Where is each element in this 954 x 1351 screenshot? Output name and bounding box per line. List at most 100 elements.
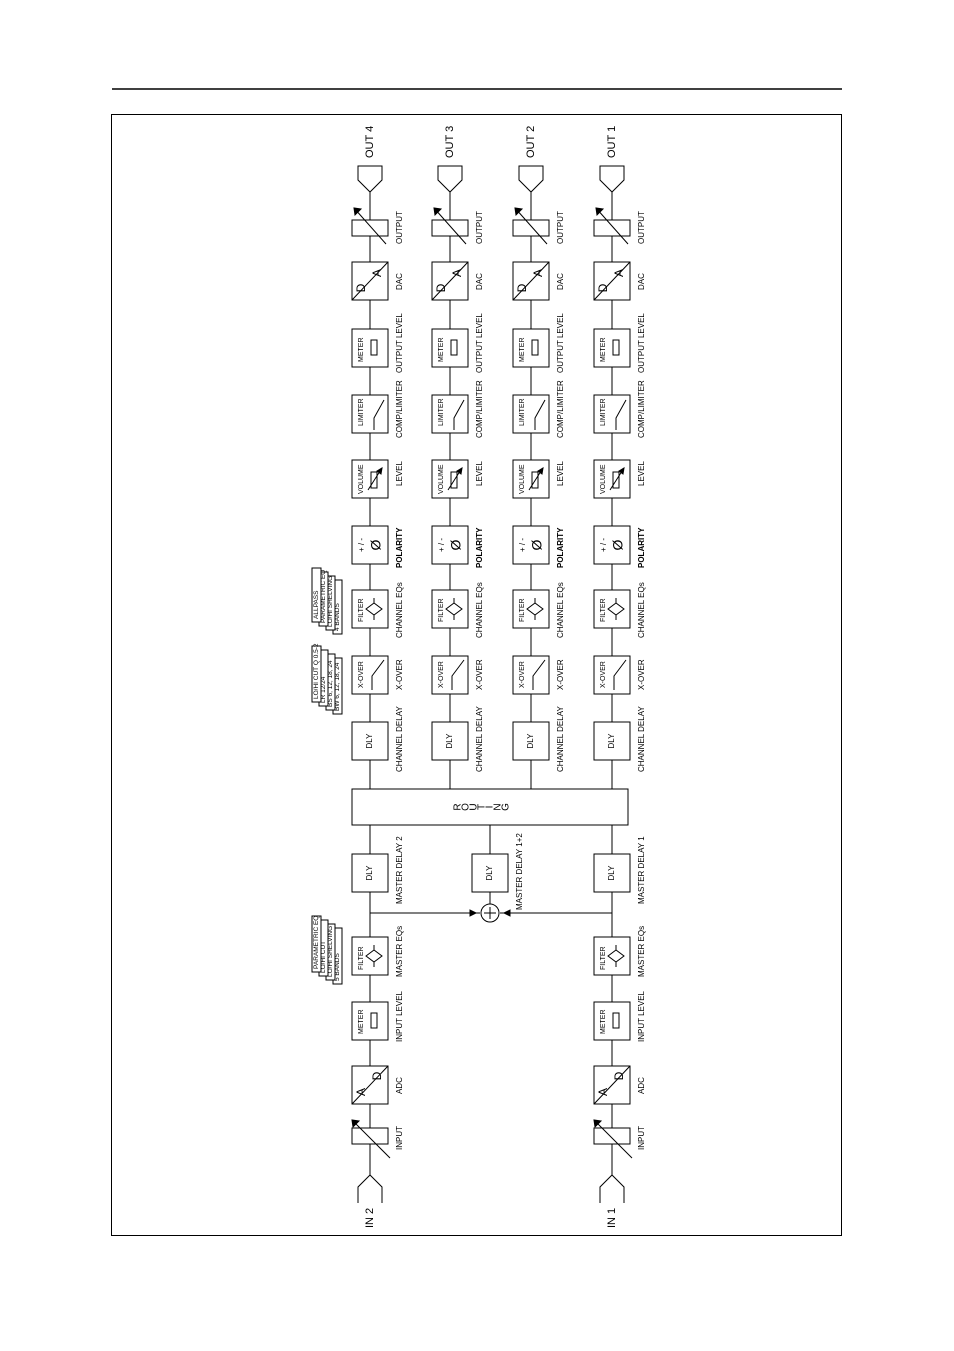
channel-eqs-label: CHANNEL EQs [475,582,484,638]
option-text: BW 6, 12, 18, 24 [334,662,341,711]
output-connector [518,165,544,193]
channel-eqs-label: CHANNEL EQs [395,582,404,638]
meter-text: METER [358,338,365,363]
input-level-label: INPUT LEVEL [395,990,404,1042]
channel-delay-block [351,721,389,761]
polarity-symbol: Ø [448,539,464,550]
meter-text: METER [358,1010,365,1035]
adc-d-letter: D [612,1071,626,1080]
output-connector [437,165,463,193]
adc-a-letter: A [596,1088,610,1096]
dly-text: DLY [607,865,616,881]
dly-text: DLY [607,733,616,749]
option-text: LO/HI CUT Q 0.5-2 [313,643,320,699]
output-gain-block [351,219,389,237]
output-level-label: OUTPUT LEVEL [556,313,565,373]
option-text: BS 6, 12, 18, 24 [327,660,334,707]
output-connector [599,165,625,193]
dac-a-letter: A [450,269,464,277]
input-gain-arrow [351,1119,391,1159]
dac-d-letter: D [354,283,368,292]
channel-eqs-label: CHANNEL EQs [637,582,646,638]
level-label: LEVEL [556,461,565,486]
arrow-head [353,207,363,217]
master-delay-block [593,853,631,893]
channel-delay-block [431,721,469,761]
output-connector [357,165,383,193]
output-gain-arrow [433,207,467,245]
option-text: LR 12/24 [320,676,327,703]
meter-bargraph [370,1012,378,1029]
polarity-block [351,525,389,565]
xover-text: X-OVER [438,661,445,688]
arrow-head [456,467,463,475]
adc-diagonal [593,1065,631,1105]
dac-label: DAC [475,273,484,290]
dac-label: DAC [637,273,646,290]
option-text: PARAMETRIC EQ [313,916,320,969]
option-text: LO/HI CUT [320,941,327,973]
volume-block [351,459,389,499]
channel-delay-label: CHANNEL DELAY [556,706,565,772]
comp-limiter-label: COMP/LIMITER [395,380,404,438]
limiter-curve [615,399,627,430]
polarity-sign: + / - [518,538,527,552]
polarity-label: POLARITY [475,527,484,568]
polarity-block [512,525,550,565]
channel-eq-block [431,589,469,629]
output-level-label: OUTPUT LEVEL [475,313,484,373]
arrow-head [514,207,524,217]
input-gain-block [593,1127,631,1145]
dac-label: DAC [395,273,404,290]
option-text: LO/HI SHELVING [327,926,334,977]
option-text: PARAMETRIC EQ [320,570,327,623]
master-delay-label: MASTER DELAY 1 [637,836,646,904]
limiter-curve [534,399,546,430]
limiter-block [512,394,550,434]
xover-label: X-OVER [637,659,646,690]
routing-letter: T [477,804,488,810]
comp-limiter-label: COMP/LIMITER [475,380,484,438]
routing-letter: U [469,803,480,810]
option-text: 4 BANDS [334,603,341,631]
input-gain-label: INPUT [637,1126,646,1150]
meter-text: METER [438,338,445,363]
volume-text: VOLUME [358,464,365,494]
dly-text: DLY [365,733,374,749]
output-gain-label: OUTPUT [637,211,646,244]
meter-bargraph [450,339,458,356]
dac-diagonal [512,261,550,301]
filter-symbol [607,945,625,967]
input-meter-block [351,1001,389,1041]
arrow-head [595,207,605,217]
comp-limiter-label: COMP/LIMITER [637,380,646,438]
meter-text: METER [600,1010,607,1035]
limiter-text: LIMITER [519,398,526,426]
filter-text: FILTER [519,598,526,622]
master-eqs-label: MASTER EQs [395,926,404,977]
input-level-label: INPUT LEVEL [637,990,646,1042]
limiter-text: LIMITER [600,398,607,426]
adc-diagonal [351,1065,389,1105]
output-level-label: OUTPUT LEVEL [395,313,404,373]
polarity-symbol: Ø [610,539,626,550]
output-jack-label: OUT 4 [364,126,376,158]
output-gain-label: OUTPUT [475,211,484,244]
output-meter-block [351,328,389,368]
xover-text: X-OVER [358,661,365,688]
input-gain-label: INPUT [395,1126,404,1150]
option-card [311,645,322,703]
adc-a-letter: A [354,1088,368,1096]
output-gain-block [431,219,469,237]
arrow-head [433,207,443,217]
filter-symbol [607,598,625,620]
channel-delay-label: CHANNEL DELAY [637,706,646,772]
option-text: LO/HI SHELVING [327,576,334,627]
filter-symbol [526,598,544,620]
dac-diagonal [593,261,631,301]
option-text: ALLPASS [313,590,320,619]
volume-text: VOLUME [519,464,526,494]
polarity-symbol: Ø [529,539,545,550]
level-label: LEVEL [475,461,484,486]
